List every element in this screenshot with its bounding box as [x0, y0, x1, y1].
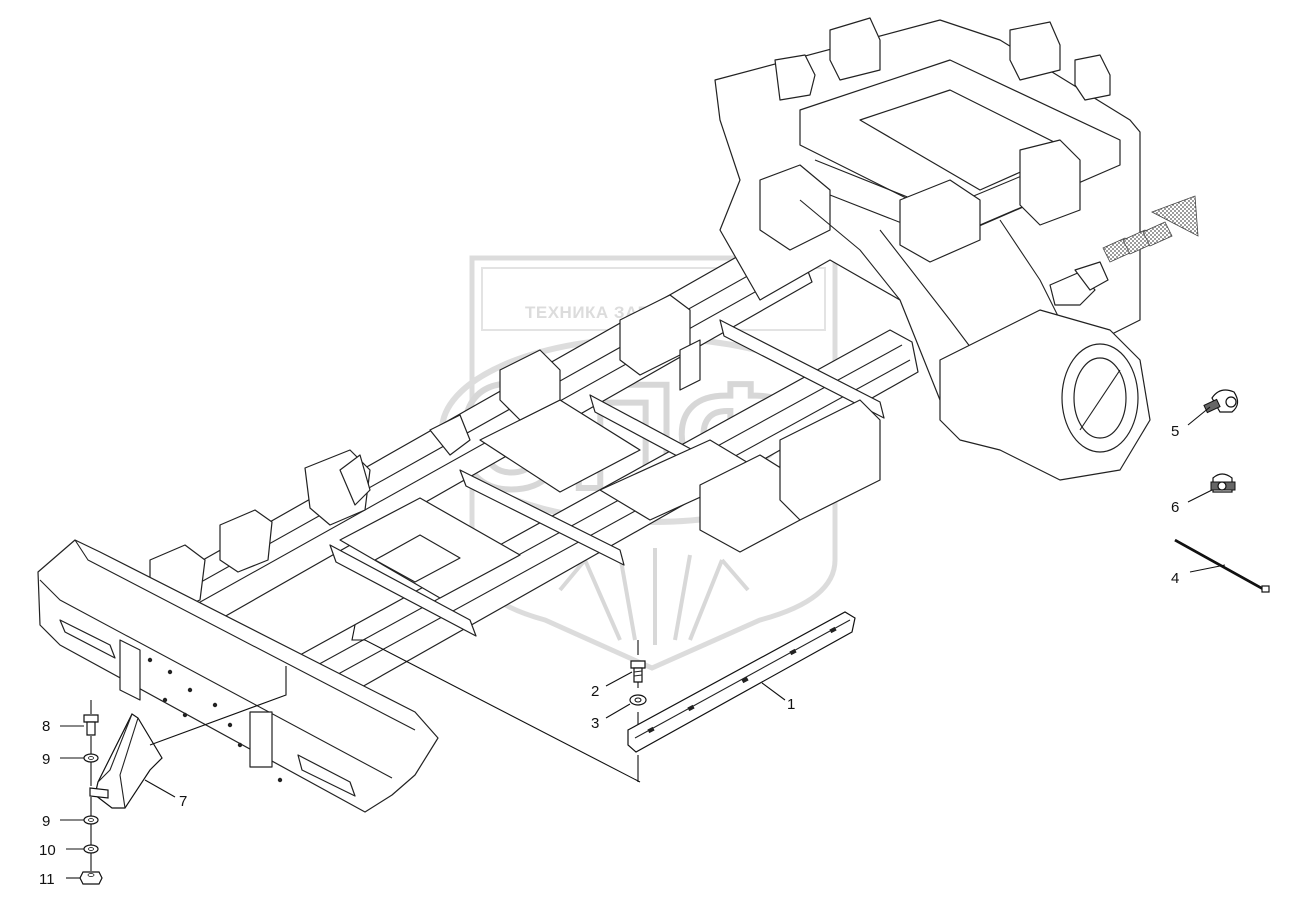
part-9-washer-upper — [83, 753, 99, 763]
part-4-cable-tie — [1174, 537, 1270, 593]
cross-member — [719, 319, 885, 419]
callout-1: 1 — [787, 696, 795, 713]
callout-11: 11 — [39, 871, 55, 888]
part-7-bracket — [89, 713, 163, 809]
cross-member — [329, 544, 477, 637]
part-3-washer — [629, 694, 647, 706]
callout-leaders — [60, 406, 1226, 879]
rear-bumper — [37, 539, 439, 813]
part-2-bolt — [630, 660, 646, 683]
assembly-lines — [90, 624, 641, 871]
callout-9b: 9 — [42, 813, 50, 830]
callout-10: 10 — [39, 842, 56, 859]
part-1-bar — [627, 611, 856, 753]
callout-numbers: 1 2 3 4 5 6 7 8 9 9 10 11 — [39, 423, 1179, 888]
part-10-lock-washer — [83, 844, 99, 854]
callout-5: 5 — [1171, 423, 1179, 440]
direction-arrow-icon — [1102, 195, 1199, 263]
callout-8: 8 — [42, 718, 50, 735]
tractor-frame — [37, 17, 1151, 813]
callout-4: 4 — [1171, 570, 1179, 587]
callout-7: 7 — [179, 793, 187, 810]
part-5-clamp — [1203, 389, 1239, 414]
part-9-washer-lower — [83, 815, 99, 825]
callout-6: 6 — [1171, 499, 1179, 516]
part-11-nut — [79, 871, 103, 885]
part-8-bolt — [83, 714, 99, 736]
wheat-emblem — [558, 548, 750, 645]
cross-member — [459, 469, 625, 566]
part-6-clamp — [1210, 473, 1236, 493]
callout-3: 3 — [591, 715, 599, 732]
callout-9a: 9 — [42, 751, 50, 768]
callout-2: 2 — [591, 683, 599, 700]
